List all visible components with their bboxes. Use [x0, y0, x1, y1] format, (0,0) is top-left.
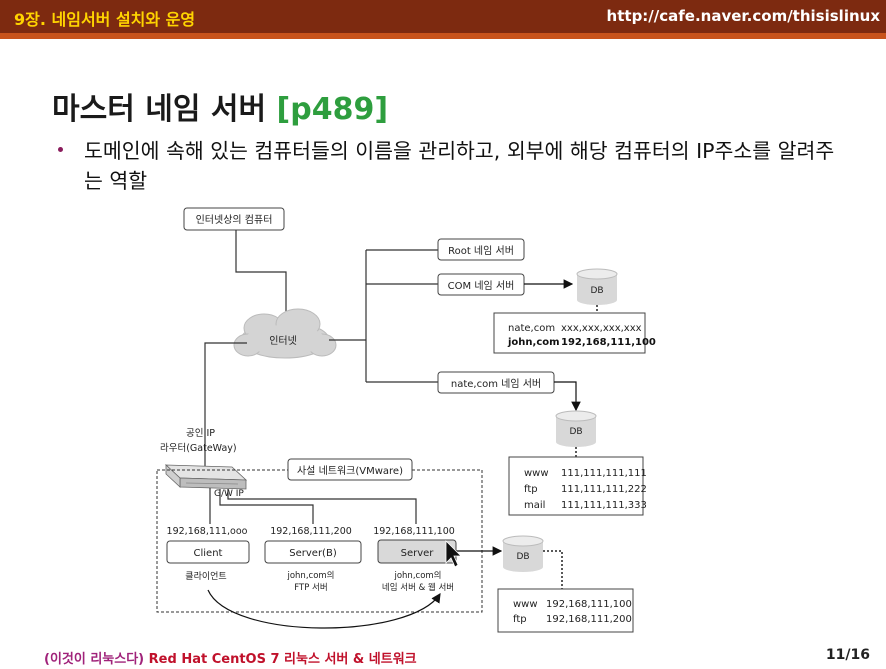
john-record-name: www [513, 599, 538, 610]
db1-label: DB [590, 286, 603, 296]
com-record-ip: xxx,xxx,xxx,xxx [561, 323, 642, 334]
john-record-name: ftp [513, 614, 527, 625]
nate-ns-to-db-arrow [554, 381, 581, 412]
com-ns-label: COM 네임 서버 [448, 279, 515, 292]
server-desc2: 네임 서버 & 웹 서버 [382, 582, 454, 593]
db3-icon [502, 535, 544, 572]
client-label: Client [194, 548, 223, 559]
public-ip-label: 공인 IP [186, 428, 215, 439]
serverb-ip: 192,168,111,200 [270, 526, 352, 537]
serverb-box [264, 540, 362, 564]
router-label: 라우터(GateWay) [160, 443, 237, 454]
private-network-label-box [287, 458, 413, 481]
db2-label: DB [569, 427, 582, 437]
router-icon [164, 464, 248, 490]
slide-page-number: 11/16 [825, 647, 870, 663]
nate-records-box [508, 456, 644, 516]
gw-to-server-line [227, 489, 417, 524]
db3-dotted-line [543, 550, 563, 589]
header-accent-bar [0, 33, 886, 39]
cloud-label: 인터넷 [269, 335, 297, 347]
nate-record-name: ftp [524, 484, 538, 495]
cafe-url[interactable]: http://cafe.naver.com/thisislinux [606, 7, 880, 25]
nate-record-name: mail [524, 500, 545, 511]
root-ns-label: Root 네임 서버 [448, 244, 514, 257]
client-to-server-curve-arrow [207, 589, 441, 629]
footer-book-paren: (이것이 리눅스다) [44, 652, 145, 667]
gw-to-serverb-line [219, 489, 314, 524]
serverb-label: Server(B) [289, 548, 337, 559]
serverb-desc1: john,com의 [286, 570, 334, 581]
nate-record-ip: 111,111,111,222 [561, 484, 647, 495]
server-ip: 192,168,111,100 [373, 526, 455, 537]
footer-book-name: Red Hat CentOS 7 리눅스 서버 & 네트워크 [148, 652, 417, 667]
footer-book-title: (이것이 리눅스다) Red Hat CentOS 7 리눅스 서버 & 네트워… [44, 648, 417, 667]
nate-record-ip: 111,111,111,333 [561, 500, 647, 511]
server-label: Server [401, 548, 435, 559]
john-record-ip: 192,168,111,100 [546, 599, 632, 610]
db1-icon [576, 268, 618, 305]
private-network-label: 사설 네트워크(VMware) [297, 464, 403, 477]
com-record-name: nate,com [508, 323, 555, 334]
client-box [166, 540, 250, 564]
gw-ip-label: G/W IP [214, 489, 244, 499]
com-record-name: john,com [507, 337, 560, 348]
root-ns-box [437, 238, 525, 261]
client-ip: 192,168,111,ooo [167, 526, 248, 537]
mouse-cursor-icon [445, 540, 462, 568]
internet-pc-label: 인터넷상의 컴퓨터 [196, 214, 273, 226]
cloud-to-router-line [204, 342, 247, 470]
nate-ns-label: nate,com 네임 서버 [451, 377, 541, 390]
pc-to-cloud-line [235, 230, 287, 320]
bullet-marker [58, 147, 63, 152]
bullet-text: 도메인에 속해 있는 컴퓨터들의 이름을 관리하고, 외부에 해당 컴퓨터의 I… [84, 139, 835, 193]
com-records-box [493, 312, 646, 354]
com-record-ip: 192,168,111,100 [561, 337, 656, 348]
serverb-desc2: FTP 서버 [294, 582, 327, 593]
john-records-box [497, 588, 634, 633]
slide-title: 마스터 네임 서버 [p489] [52, 84, 388, 128]
chapter-title: 9장. 네임서버 설치와 운영 [14, 10, 196, 29]
nate-record-ip: 111,111,111,111 [561, 468, 647, 479]
db3-label: DB [516, 552, 529, 562]
nate-record-name: www [524, 468, 549, 479]
slide-title-text: 마스터 네임 서버 [52, 92, 267, 127]
internet-pc-box [183, 207, 285, 231]
header-bar [0, 0, 886, 33]
john-record-ip: 192,168,111,200 [546, 614, 632, 625]
db2-icon [555, 410, 597, 447]
internet-cloud-icon [233, 308, 337, 359]
page-reference: [p489] [276, 92, 389, 127]
server-desc1: john,com의 [393, 570, 441, 581]
client-desc: 클라이언트 [185, 570, 226, 582]
